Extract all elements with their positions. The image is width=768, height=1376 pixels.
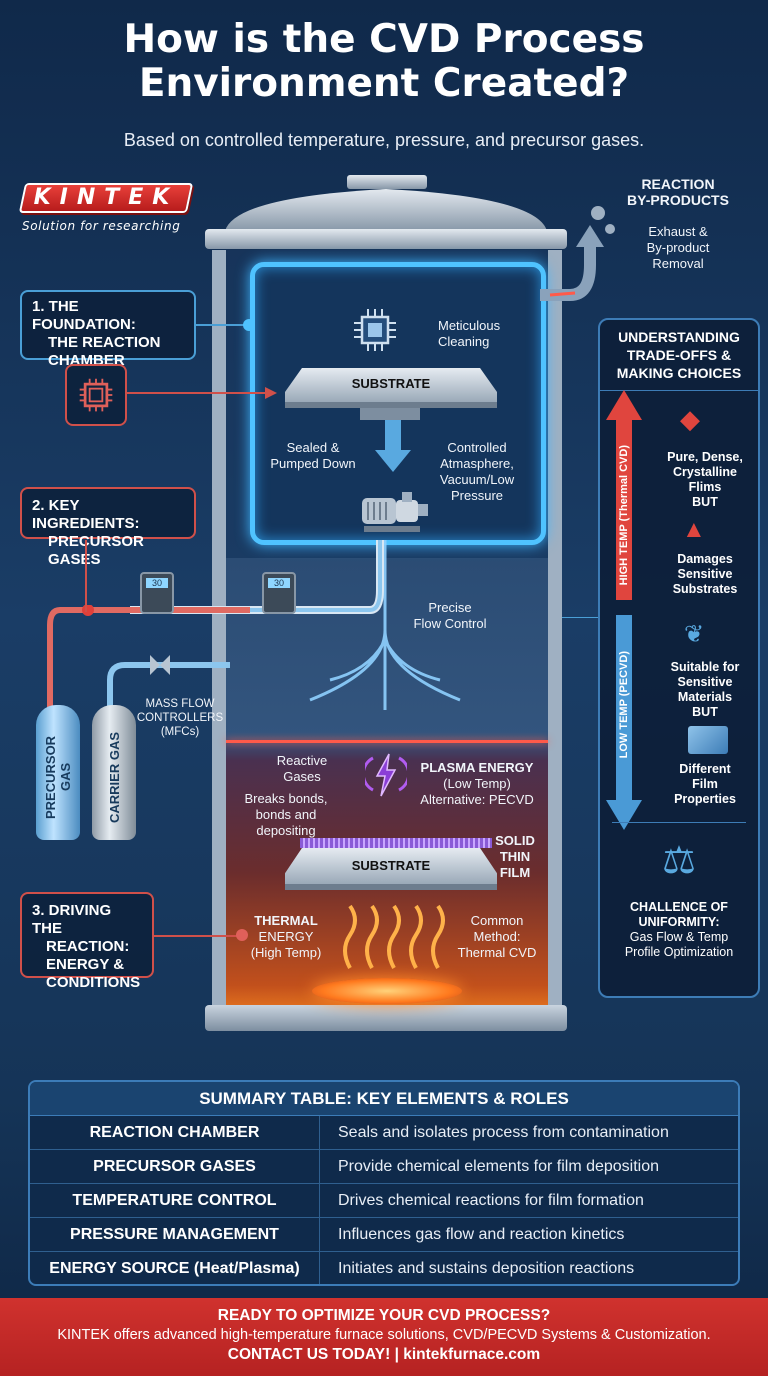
precursor-gas-cylinder: PRECURSOR GAS (36, 705, 80, 840)
crystal-icon: ◆ (680, 404, 700, 434)
heater-element (312, 978, 462, 1004)
damaged-substrate-icon: ▲ (682, 516, 706, 543)
connector-line (196, 324, 248, 326)
low-temp-label: LOW TEMP (PECVD) (618, 651, 630, 759)
connector-line (154, 935, 240, 937)
chip-box (65, 364, 127, 426)
mfc-meter-1: 30 (140, 572, 174, 614)
footer-cta: READY TO OPTIMIZE YOUR CVD PROCESS? KINT… (0, 1298, 768, 1376)
cta-contact-link[interactable]: CONTACT US TODAY! | kintekfurnace.com (227, 1346, 541, 1363)
kintek-logo: KINTEK (18, 183, 194, 213)
heat-waves-icon (343, 904, 445, 969)
connector-line (562, 617, 598, 618)
chip-arrow (127, 387, 277, 399)
substrate-stand (360, 408, 420, 420)
logo-tagline: Solution for researching (22, 219, 181, 233)
gas-flow-lines (130, 540, 461, 710)
sealed-label: Sealed &Pumped Down (270, 440, 356, 471)
temperature-arrow (606, 390, 642, 830)
page-subtitle: Based on controlled temperature, pressur… (123, 130, 645, 150)
substrate-top: SUBSTRATE (285, 368, 497, 408)
summary-table: SUMMARY TABLE: KEY ELEMENTS & ROLES REAC… (28, 1080, 740, 1286)
cta-heading: READY TO OPTIMIZE YOUR CVD PROCESS? (217, 1307, 551, 1324)
chamber-base (205, 1005, 567, 1031)
section-2-label: 2. KEY INGREDIENTS:PRECURSOR GASES (20, 487, 196, 568)
microchip-icon (354, 309, 396, 351)
hot-zone-divider (226, 740, 548, 743)
panel-divider (612, 822, 746, 823)
precursor-pipes (47, 605, 230, 710)
carrier-gas-cylinder: CARRIER GAS (92, 705, 136, 840)
thin-film-layer (300, 838, 492, 848)
down-arrow-icon (375, 420, 411, 472)
plasma-bolt-icon (365, 753, 407, 797)
film-roll-icon (688, 726, 728, 754)
mfc-meter-2: 30 (262, 572, 296, 614)
substrate-bottom: SUBSTRATE (285, 848, 497, 890)
table-row: ENERGY SOURCE (Heat/Plasma)Initiates and… (30, 1252, 738, 1284)
table-title: SUMMARY TABLE: KEY ELEMENTS & ROLES (30, 1082, 738, 1116)
connector-dot (243, 319, 255, 331)
exhaust-arrow-icon (540, 206, 615, 301)
hand-leaf-icon: ❦ (684, 621, 705, 648)
connector-dot (236, 929, 248, 941)
microchip-icon (79, 378, 113, 412)
chamber-lid (205, 175, 567, 249)
plasma-energy-label: PLASMA ENERGY(Low Temp)Alternative: PECV… (420, 760, 534, 807)
vacuum-pump-icon (362, 492, 428, 532)
high-temp-label: HIGH TEMP (Thermal CVD) (618, 444, 630, 586)
cta-description: KINTEK offers advanced high-temperature … (57, 1327, 711, 1343)
connector-line (85, 540, 87, 612)
balance-scale-icon: ⚖ (661, 840, 697, 882)
